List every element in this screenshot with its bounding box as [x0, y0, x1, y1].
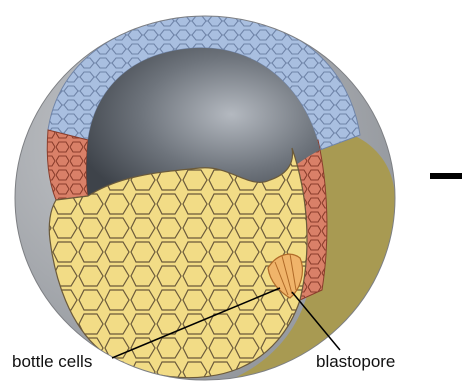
mesoderm-left — [47, 130, 88, 200]
right-arrow-icon — [430, 173, 462, 179]
label-blastopore: blastopore — [316, 352, 395, 372]
label-bottle-cells: bottle cells — [12, 352, 92, 372]
